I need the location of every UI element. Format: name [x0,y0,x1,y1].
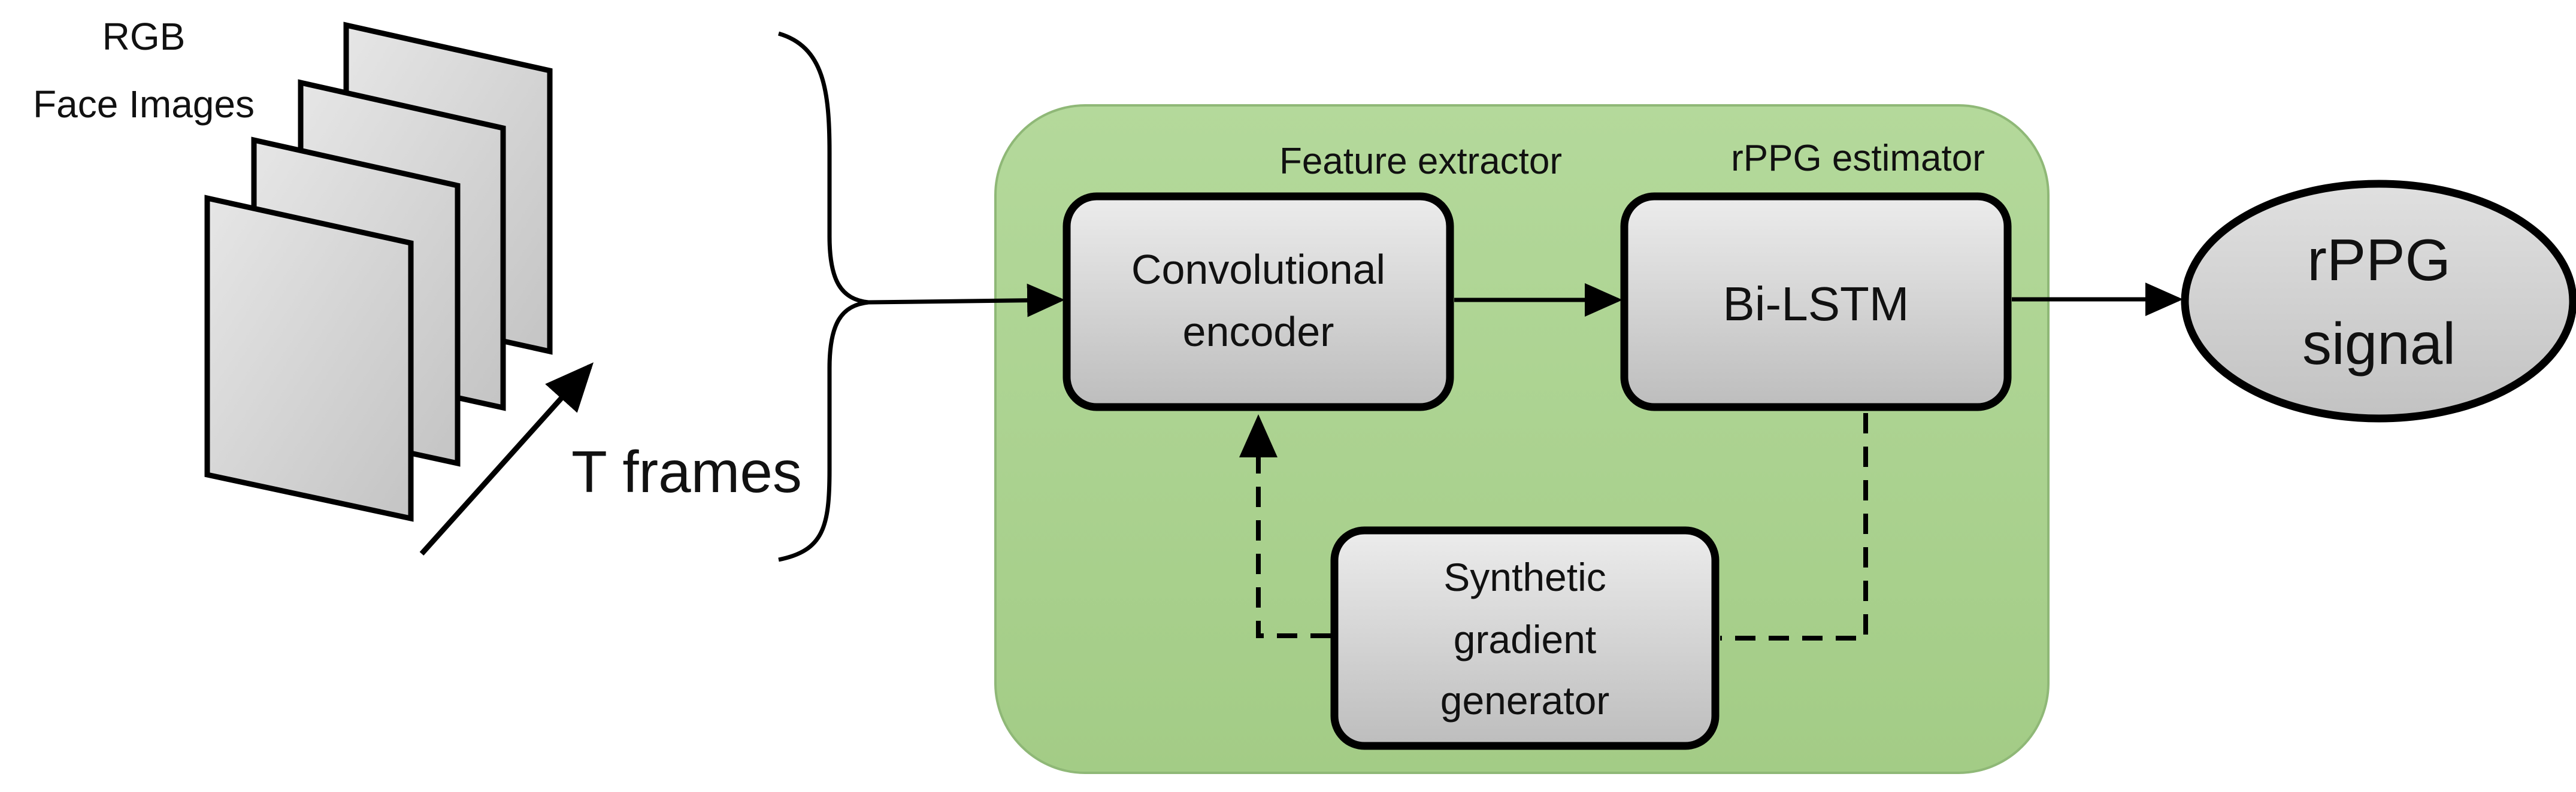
rppg-estimator-caption: rPPG estimator [1731,138,1985,179]
convolutional-encoder-box [1063,192,1454,411]
synthetic-gradient-box [1330,526,1720,750]
convolutional-encoder-block: Convolutional encoder [1063,192,1454,411]
synthetic-gradient-line3: generator [1440,678,1610,723]
bi-lstm-box [1620,192,2012,411]
frames-label: T frames [571,439,802,505]
rppg-signal-oval [2181,180,2576,423]
gradient-to-encoder-dashed-arrow [1239,414,1331,638]
input-frame-1 [204,195,414,522]
input-label-line2: Face Images [33,83,255,126]
convolutional-encoder-line2: encoder [1183,308,1334,355]
frames-brace [778,31,869,562]
rppg-signal-line1: rPPG [2307,227,2451,293]
synthetic-gradient-line2: gradient [1454,617,1597,661]
bi-lstm-block: Bi-LSTM [1620,192,2012,411]
synthetic-gradient-line1: Synthetic [1443,555,1606,599]
rppg-signal-output: rPPG signal [2181,180,2576,423]
convolutional-encoder-line1: Convolutional [1131,246,1385,293]
input-label-line1: RGB [102,15,186,58]
rppg-signal-line2: signal [2302,311,2456,377]
bi-lstm-label: Bi-LSTM [1723,277,1909,330]
feature-extractor-caption: Feature extractor [1279,141,1562,182]
synthetic-gradient-block: Synthetic gradient generator [1330,526,1720,750]
input-frame-stack [204,22,553,522]
bilstm-to-gradient-dashed-line [1720,413,1868,641]
time-axis-arrow [419,362,594,556]
input-to-encoder-arrow [868,283,1065,317]
